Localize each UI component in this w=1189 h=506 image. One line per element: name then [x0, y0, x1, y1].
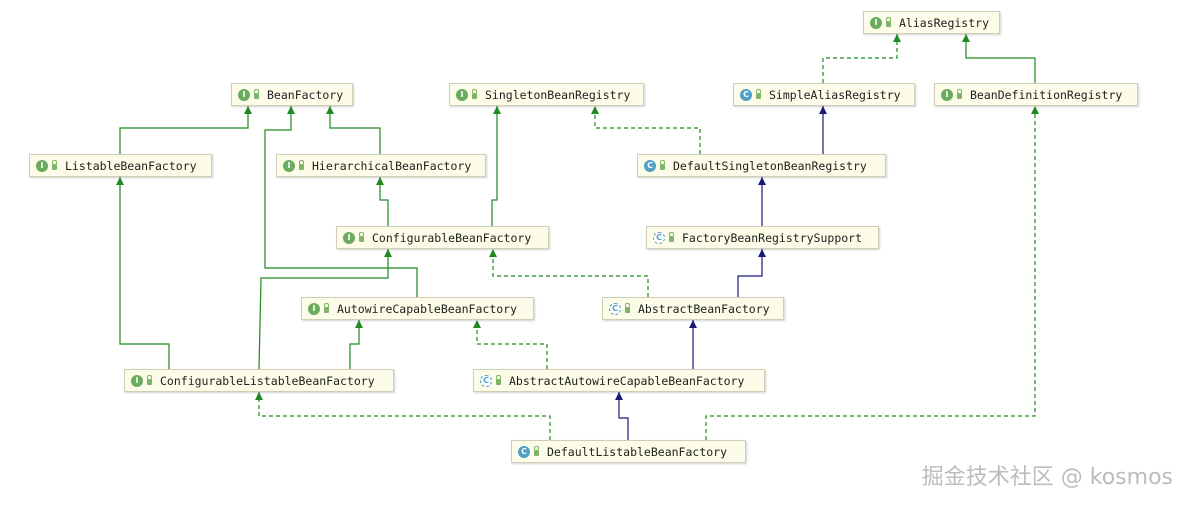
visibility-lock-icon [886, 16, 891, 27]
class-node-singleton-bean-registry[interactable]: I SingletonBeanRegistry [449, 83, 644, 106]
class-node-alias-registry[interactable]: I AliasRegistry [863, 11, 1000, 34]
interface-badge-icon: I [343, 231, 355, 244]
class-name-label: FactoryBeanRegistrySupport [682, 230, 863, 245]
edge-simple-alias-registry-to-alias-registry [822, 34, 901, 83]
visibility-lock-icon [756, 88, 761, 99]
class-name-label: HierarchicalBeanFactory [312, 158, 472, 173]
visibility-lock-icon [957, 88, 962, 99]
edge-configurable-listable-bean-factory-to-autowire-capable-bean-factory [349, 320, 363, 369]
class-node-bean-factory[interactable]: I BeanFactory [231, 83, 353, 106]
class-name-label: ConfigurableBeanFactory [372, 230, 532, 245]
edge-listable-bean-factory-to-bean-factory [119, 106, 252, 154]
watermark: 掘金技术社区 @ kosmos [921, 465, 1173, 490]
class-node-bean-definition-registry[interactable]: I BeanDefinitionRegistry [934, 83, 1138, 106]
interface-badge-icon: I [941, 88, 953, 101]
visibility-lock-icon [52, 159, 57, 170]
abstract-class-badge-icon: C [653, 231, 665, 244]
edge-hierarchical-bean-factory-to-bean-factory [326, 106, 381, 154]
class-name-label: AbstractBeanFactory [638, 301, 770, 316]
class-name-label: DefaultSingletonBeanRegistry [673, 158, 867, 173]
class-node-simple-alias-registry[interactable]: C SimpleAliasRegistry [733, 83, 915, 106]
edge-bean-definition-registry-to-alias-registry [962, 34, 1036, 83]
class-name-label: DefaultListableBeanFactory [547, 444, 728, 459]
visibility-lock-icon [359, 231, 364, 242]
visibility-lock-icon [299, 159, 304, 170]
interface-badge-icon: I [131, 374, 143, 387]
edge-default-listable-bean-factory-to-abstract-autowire-capable-bean-factory [615, 392, 629, 440]
class-node-configurable-listable-bean-factory[interactable]: I ConfigurableListableBeanFactory [124, 369, 394, 392]
class-node-abstract-autowire-capable-bean-factory[interactable]: C AbstractAutowireCapableBeanFactory [473, 369, 765, 392]
visibility-lock-icon [534, 445, 539, 456]
edge-abstract-autowire-capable-bean-factory-to-autowire-capable-bean-factory [473, 320, 548, 369]
interface-badge-icon: I [870, 16, 882, 29]
interface-badge-icon: I [238, 88, 250, 101]
class-name-label: SimpleAliasRegistry [769, 87, 901, 102]
visibility-lock-icon [147, 374, 152, 385]
class-badge-icon: C [518, 445, 530, 458]
class-node-hierarchical-bean-factory[interactable]: I HierarchicalBeanFactory [276, 154, 486, 177]
edge-configurable-listable-bean-factory-to-configurable-bean-factory [258, 249, 392, 370]
class-node-autowire-capable-bean-factory[interactable]: I AutowireCapableBeanFactory [301, 297, 534, 320]
edge-configurable-listable-bean-factory-to-listable-bean-factory [116, 177, 170, 369]
class-name-label: AliasRegistry [899, 15, 990, 30]
visibility-lock-icon [496, 374, 501, 385]
edge-autowire-capable-bean-factory-to-bean-factory [264, 106, 418, 297]
edge-abstract-bean-factory-to-factory-bean-registry-support [737, 249, 766, 297]
class-badge-icon: C [740, 88, 752, 101]
visibility-lock-icon [660, 159, 665, 170]
class-node-factory-bean-registry-support[interactable]: C FactoryBeanRegistrySupport [646, 226, 879, 249]
class-name-label: SingletonBeanRegistry [485, 87, 631, 102]
interface-badge-icon: I [308, 302, 320, 315]
class-name-label: BeanDefinitionRegistry [970, 87, 1123, 102]
visibility-lock-icon [669, 231, 674, 242]
class-name-label: ListableBeanFactory [65, 158, 197, 173]
visibility-lock-icon [625, 302, 630, 313]
class-node-configurable-bean-factory[interactable]: I ConfigurableBeanFactory [336, 226, 549, 249]
visibility-lock-icon [472, 88, 477, 99]
class-name-label: ConfigurableListableBeanFactory [160, 373, 375, 388]
interface-badge-icon: I [456, 88, 468, 101]
interface-badge-icon: I [283, 159, 295, 172]
class-node-abstract-bean-factory[interactable]: C AbstractBeanFactory [602, 297, 784, 320]
edge-default-singleton-bean-registry-to-singleton-bean-registry [591, 106, 701, 154]
edge-configurable-bean-factory-to-hierarchical-bean-factory [376, 177, 389, 226]
interface-badge-icon: I [36, 159, 48, 172]
class-node-listable-bean-factory[interactable]: I ListableBeanFactory [29, 154, 212, 177]
class-name-label: BeanFactory [267, 87, 344, 102]
edge-abstract-bean-factory-to-configurable-bean-factory [489, 249, 649, 297]
class-node-default-listable-bean-factory[interactable]: C DefaultListableBeanFactory [511, 440, 746, 463]
visibility-lock-icon [254, 88, 259, 99]
class-name-label: AutowireCapableBeanFactory [337, 301, 518, 316]
visibility-lock-icon [324, 302, 329, 313]
edge-configurable-bean-factory-to-singleton-bean-registry [491, 106, 501, 226]
abstract-class-badge-icon: C [480, 374, 492, 387]
class-node-default-singleton-bean-registry[interactable]: C DefaultSingletonBeanRegistry [637, 154, 886, 177]
abstract-class-badge-icon: C [609, 302, 621, 315]
class-name-label: AbstractAutowireCapableBeanFactory [509, 373, 745, 388]
edge-default-listable-bean-factory-to-bean-definition-registry [705, 106, 1039, 440]
class-badge-icon: C [644, 159, 656, 172]
edge-default-listable-bean-factory-to-configurable-listable-bean-factory [255, 392, 551, 440]
